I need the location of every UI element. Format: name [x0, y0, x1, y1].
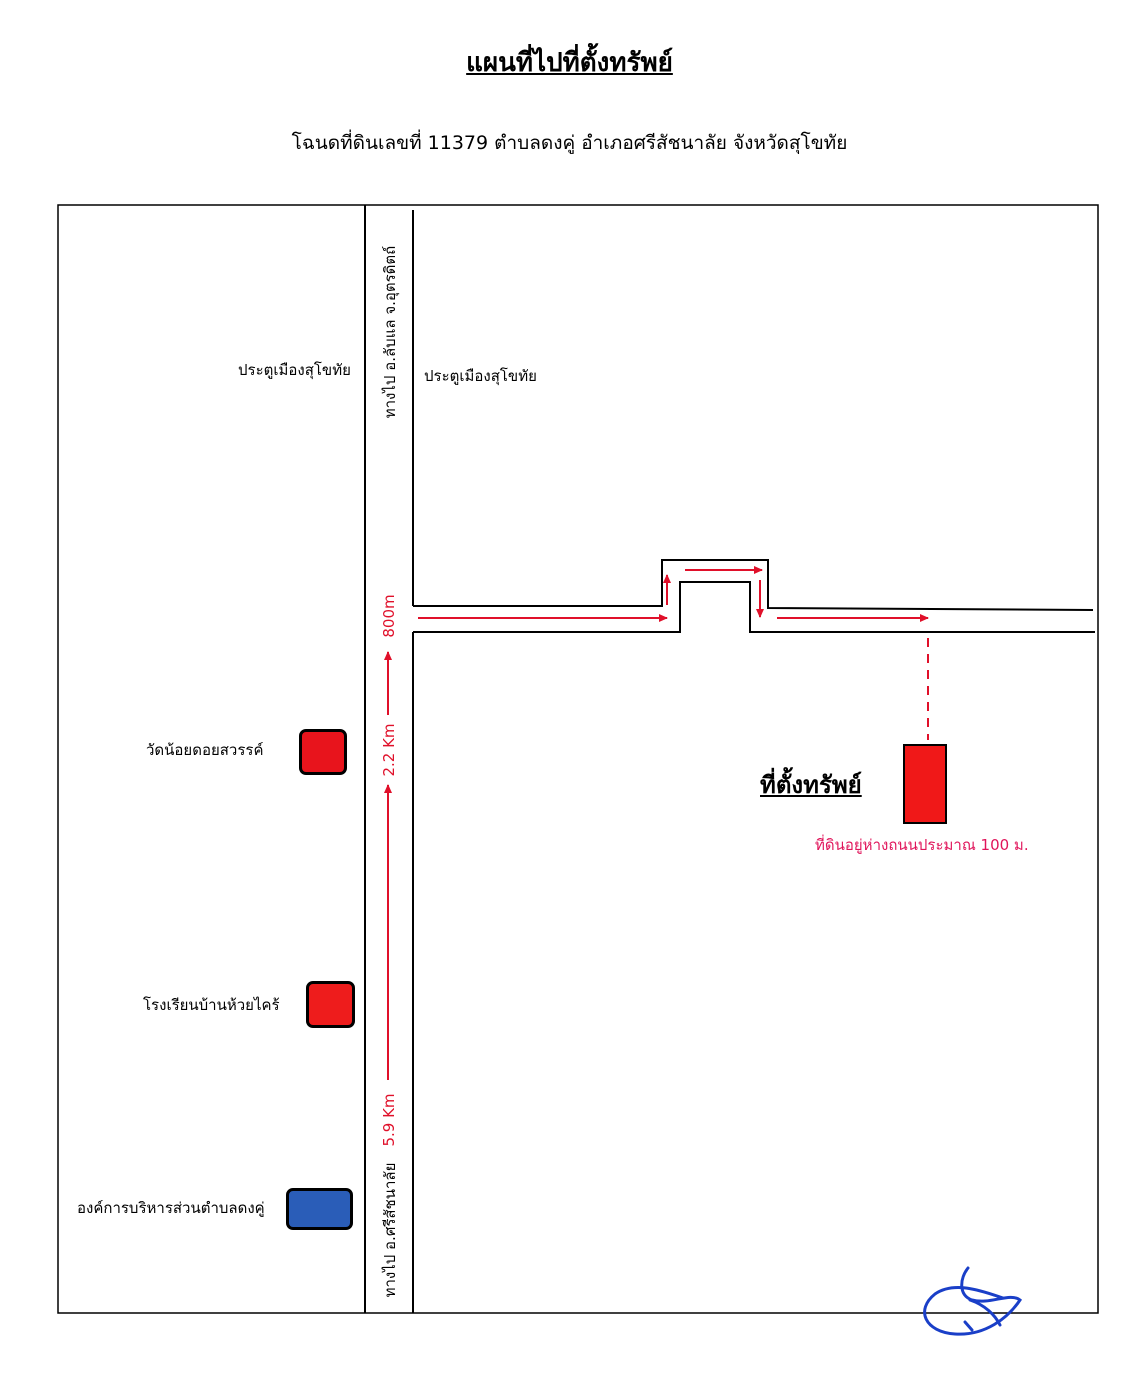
- road-label-north: ทางไป อ.ลับแล จ.อุตรดิตถ์: [381, 245, 399, 419]
- road-label-south: ทางไป อ.ศรีสัชนาลัย: [381, 1162, 399, 1298]
- side-road-south-edge: [413, 581, 1095, 633]
- property-title: ที่ตั้งทรัพย์: [760, 771, 862, 799]
- side-road-north-edge: [413, 559, 1094, 611]
- distance-label-800m: 800m: [380, 594, 398, 638]
- landmark-label-tao: องค์การบริหารส่วนตำบลดงคู่: [77, 1199, 265, 1217]
- gate-label-east: ประตูเมืองสุโขทัย: [424, 367, 537, 385]
- property-marker: [903, 744, 947, 824]
- deed-subtitle: โฉนดที่ดินเลขที่ 11379 ตำบลดงคู่ อำเภอศร…: [291, 132, 848, 154]
- landmark-label-temple: วัดน้อยดอยสวรรค์: [146, 741, 264, 759]
- landmark-marker-temple: [299, 729, 347, 775]
- map-frame: [57, 204, 1099, 1314]
- signature: [923, 1266, 1023, 1336]
- distance-label-2-2km: 2.2 Km: [380, 723, 398, 777]
- distance-label-5-9km: 5.9 Km: [380, 1093, 398, 1147]
- landmark-marker-tao: [286, 1188, 353, 1230]
- gate-label-west: ประตูเมืองสุโขทัย: [238, 361, 351, 379]
- map-title: แผนที่ไปที่ตั้งทรัพย์: [466, 48, 673, 78]
- landmark-label-school: โรงเรียนบ้านห้วยไคร้: [143, 996, 280, 1014]
- property-distance-note: ที่ดินอยู่ห่างถนนประมาณ 100 ม.: [815, 836, 1029, 854]
- landmark-marker-school: [306, 981, 355, 1028]
